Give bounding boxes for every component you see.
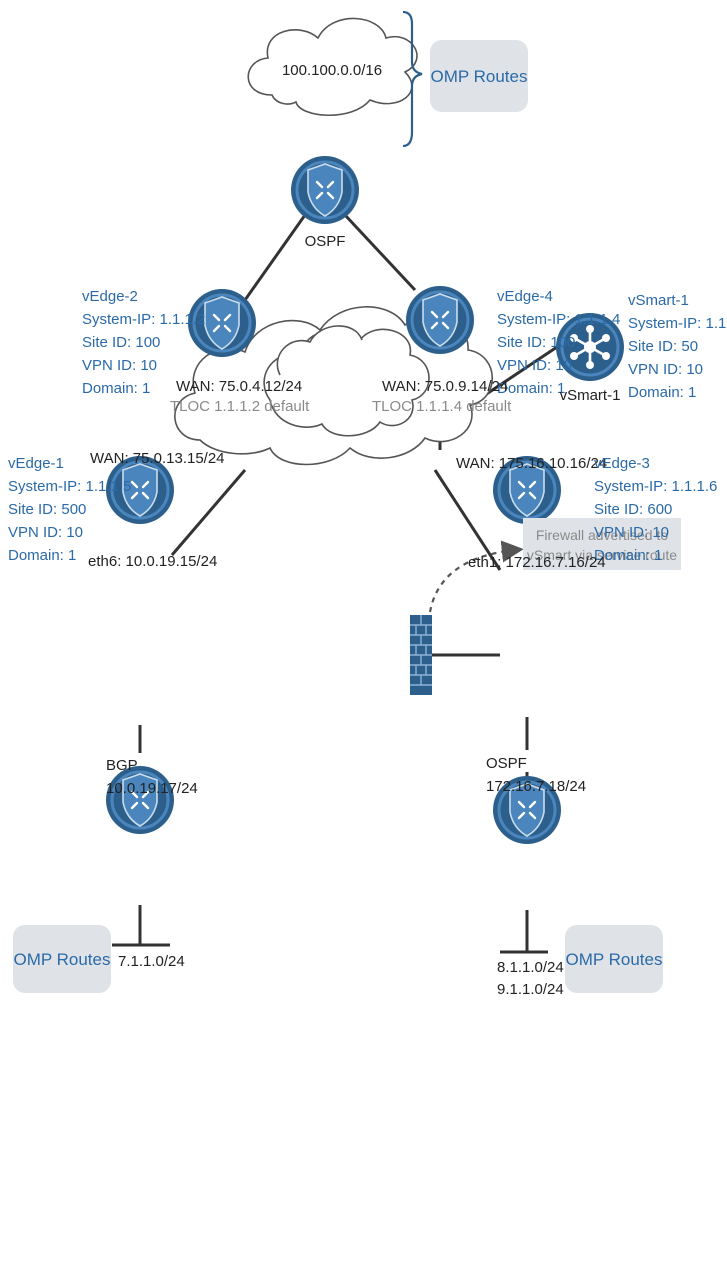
vedge1-vpn-id: VPN ID: 10 <box>8 524 83 541</box>
vedge4-wan: WAN: 75.0.9.14/24 <box>382 378 508 395</box>
vedge3-system-ip: System-IP: 1.1.1.6 <box>594 478 717 495</box>
vsmart-icon <box>556 313 624 381</box>
vedge1-name: vEdge-1 <box>8 455 64 472</box>
vedge4-router <box>404 284 476 356</box>
omp-routes-box-left <box>13 925 111 993</box>
vsmart-system-ip: System-IP: 1.1.1.9 <box>628 315 727 332</box>
vedge3-vpn-id: VPN ID: 10 <box>594 524 669 541</box>
omp-routes-box-top <box>430 40 528 112</box>
right-branch-lan-2: 9.1.1.0/24 <box>497 981 564 998</box>
vsmart-vpn-id: VPN ID: 10 <box>628 361 703 378</box>
vedge4-site-id: Site ID: 100 <box>497 334 575 351</box>
top-cloud-prefix: 100.100.0.0/16 <box>282 62 382 79</box>
ospf-top-router <box>289 154 361 226</box>
vedge4-name: vEdge-4 <box>497 288 553 305</box>
vsmart-site-id: Site ID: 50 <box>628 338 698 355</box>
vedge4-domain: Domain: 1 <box>497 380 565 397</box>
vsmart-info: vSmart-1 System-IP: 1.1.1.9 Site ID: 50 … <box>628 292 727 401</box>
vedge2-wan: WAN: 75.0.4.12/24 <box>176 378 302 395</box>
ospf-top-label: OSPF <box>305 233 346 250</box>
vedge2-domain: Domain: 1 <box>82 380 150 397</box>
link-cloud-vedge1 <box>170 469 247 556</box>
omp-routes-box-right <box>565 925 663 993</box>
left-branch-protocol: BGP <box>106 757 138 774</box>
vedge2-tloc: TLOC 1.1.1.2 default <box>170 398 310 415</box>
wan-cloud <box>174 306 493 466</box>
vedge4-info: vEdge-4 System-IP: 1.1.1.4 Site ID: 100 … <box>497 288 620 397</box>
vedge4-tloc: TLOC 1.1.1.4 default <box>372 398 512 415</box>
right-branch-ip: 172.16.7.18/24 <box>486 778 586 795</box>
omp-routes-label-right: OMP Routes <box>565 950 662 969</box>
vedge3-name: vEdge-3 <box>594 455 650 472</box>
routes-brace <box>402 10 423 148</box>
left-branch-ip: 10.0.19.17/24 <box>106 780 198 797</box>
vedge3-eth: eth1: 172.16.7.16/24 <box>468 554 606 571</box>
firewall-note-line-2: vSmart via service route <box>527 547 677 563</box>
vedge4-system-ip: System-IP: 1.1.1.4 <box>497 311 620 328</box>
vsmart-label: vSmart-1 <box>560 387 621 404</box>
firewall-note-line-1: Firewall advertised to <box>536 527 668 543</box>
vedge4-vpn-id: VPN ID: 10 <box>497 357 572 374</box>
vedge1-wan: WAN: 75.0.13.15/24 <box>90 450 225 467</box>
omp-routes-label-top: OMP Routes <box>430 67 527 86</box>
link-ospf-vedge2 <box>243 214 307 301</box>
firewall-icon <box>410 615 432 695</box>
vedge3-site-id: Site ID: 600 <box>594 501 672 518</box>
vedge3-domain: Domain: 1 <box>594 547 662 564</box>
link-cloud-vedge3 <box>433 469 502 571</box>
vsmart-domain: Domain: 1 <box>628 384 696 401</box>
vedge3-info: vEdge-3 System-IP: 1.1.1.6 Site ID: 600 … <box>594 455 717 564</box>
link-ospf-vedge4 <box>343 213 417 292</box>
right-branch-lan-1: 8.1.1.0/24 <box>497 959 564 976</box>
vedge1-domain: Domain: 1 <box>8 547 76 564</box>
vedge3-wan: WAN: 175.16.10.16/24 <box>456 455 607 472</box>
vedge1-info: vEdge-1 System-IP: 1.1.1.5 Site ID: 500 … <box>8 455 131 564</box>
vedge2-site-id: Site ID: 100 <box>82 334 160 351</box>
top-cloud <box>247 17 418 117</box>
right-branch-protocol: OSPF <box>486 755 527 772</box>
left-branch-lan: 7.1.1.0/24 <box>118 953 185 970</box>
vedge2-info: vEdge-2 System-IP: 1.1.1.2 Site ID: 100 … <box>82 288 205 397</box>
vedge2-vpn-id: VPN ID: 10 <box>82 357 157 374</box>
left-branch-router <box>104 764 176 836</box>
vedge2-name: vEdge-2 <box>82 288 138 305</box>
vsmart-name: vSmart-1 <box>628 292 689 309</box>
vedge1-system-ip: System-IP: 1.1.1.5 <box>8 478 131 495</box>
vedge1-eth: eth6: 10.0.19.15/24 <box>88 553 217 570</box>
firewall-note-box <box>523 518 681 570</box>
service-route-arrow <box>428 540 524 613</box>
vedge2-system-ip: System-IP: 1.1.1.2 <box>82 311 205 328</box>
vedge1-site-id: Site ID: 500 <box>8 501 86 518</box>
omp-routes-label-left: OMP Routes <box>13 950 110 969</box>
